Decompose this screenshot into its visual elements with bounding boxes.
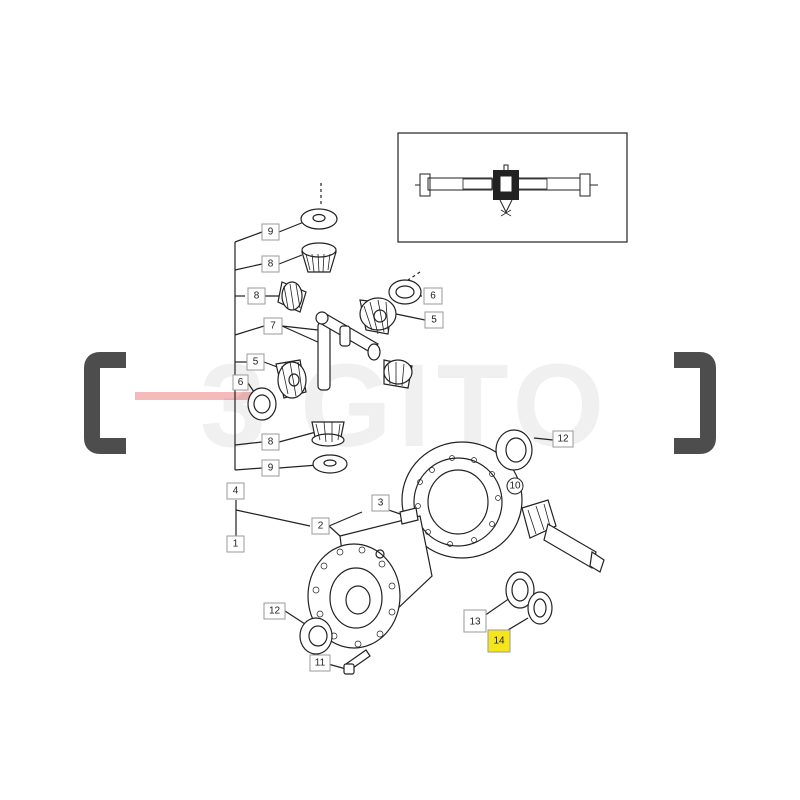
callout-6-left[interactable]: 6	[232, 374, 249, 391]
callout-14-highlighted[interactable]: 14	[487, 629, 511, 653]
callout-7[interactable]: 7	[263, 317, 283, 335]
callout-8-top[interactable]: 8	[261, 255, 280, 273]
svg-text:8: 8	[254, 291, 260, 302]
svg-text:3: 3	[378, 498, 384, 509]
svg-text:1: 1	[233, 539, 239, 550]
svg-text:12: 12	[557, 434, 569, 445]
callout-13[interactable]: 13	[463, 609, 487, 633]
svg-text:8: 8	[268, 437, 274, 448]
callout-5-left[interactable]: 5	[246, 353, 265, 371]
callout-9-bottom[interactable]: 9	[261, 459, 280, 477]
callouts: 9 8 8 7 5 6 8 9 4 1 2 3 6 5 12 10 12 11 …	[226, 223, 574, 672]
callout-5-right[interactable]: 5	[424, 311, 444, 329]
svg-text:5: 5	[253, 357, 259, 368]
watermark-accent-bar	[135, 392, 255, 400]
svg-text:14: 14	[493, 636, 505, 647]
parts	[247, 208, 605, 675]
callout-8-left[interactable]: 8	[247, 287, 266, 305]
pinion-shaft	[543, 523, 597, 569]
svg-text:13: 13	[469, 617, 481, 628]
svg-text:9: 9	[268, 227, 274, 238]
svg-text:9: 9	[268, 463, 274, 474]
callout-3[interactable]: 3	[371, 494, 390, 512]
callout-2[interactable]: 2	[311, 517, 330, 535]
inset-overview	[397, 132, 628, 243]
svg-text:12: 12	[269, 606, 281, 617]
callout-12-left[interactable]: 12	[263, 602, 286, 620]
callout-4[interactable]: 4	[226, 482, 245, 500]
svg-text:2: 2	[318, 521, 324, 532]
svg-text:10: 10	[509, 481, 521, 492]
callout-9-top[interactable]: 9	[261, 223, 280, 241]
svg-text:11: 11	[315, 658, 326, 669]
callout-6-right[interactable]: 6	[423, 287, 443, 305]
callout-12-right[interactable]: 12	[552, 430, 574, 448]
callout-10[interactable]: 10	[506, 477, 524, 495]
svg-text:6: 6	[430, 291, 436, 302]
svg-text:4: 4	[233, 486, 239, 497]
svg-text:6: 6	[238, 377, 244, 388]
watermark-right-bracket	[674, 352, 716, 454]
callout-11[interactable]: 11	[309, 654, 331, 672]
svg-text:5: 5	[431, 315, 437, 326]
svg-text:8: 8	[268, 259, 274, 270]
svg-text:7: 7	[270, 321, 276, 332]
callout-8-bottom[interactable]: 8	[261, 433, 280, 451]
cross-shaft-vertical	[317, 321, 331, 391]
watermark-left-bracket	[84, 352, 126, 454]
callout-1[interactable]: 1	[226, 535, 245, 553]
lock-pin	[399, 507, 419, 525]
